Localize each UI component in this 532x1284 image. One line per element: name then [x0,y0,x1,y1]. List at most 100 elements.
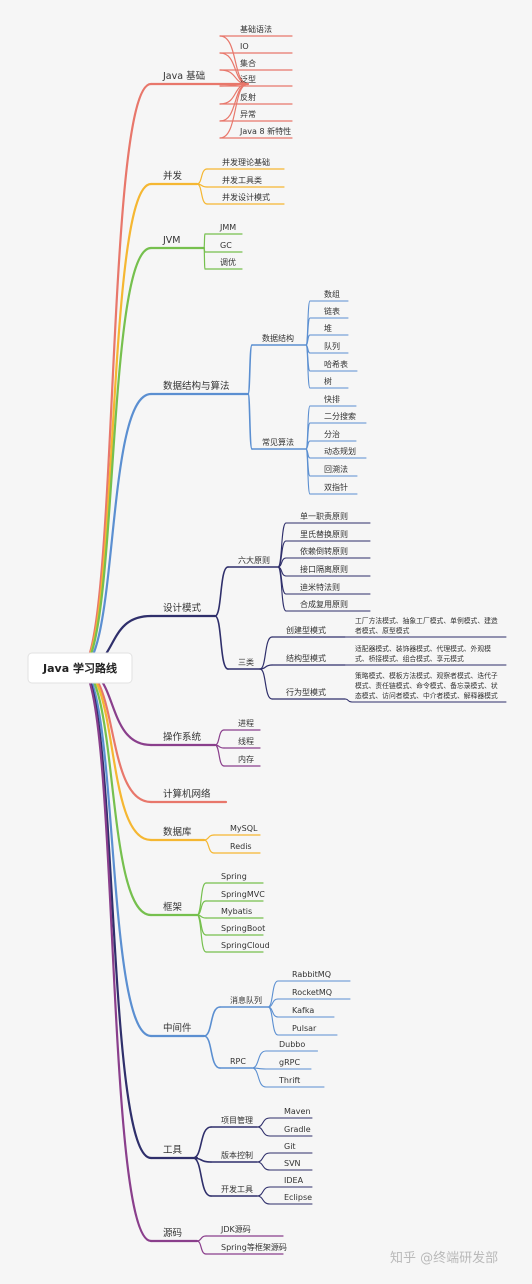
sub-label: 常见算法 [262,437,294,447]
leaf-label: Dubbo [279,1040,305,1049]
leaf-connector [256,1161,271,1171]
leaf-label: 调优 [220,257,236,267]
branch-label-2: JVM [162,235,181,246]
leaf-label: 单一职责原则 [300,511,348,521]
branch-connector [78,246,153,670]
category-label: 结构型模式 [286,653,326,663]
leaf-label: 队列 [324,341,340,351]
leaf-connector [196,914,207,953]
desc-line: 模式、责任链模式、命令模式、备忘录模式、状 [355,681,498,690]
leaf-label: 集合 [240,58,256,68]
leaf-label: GC [220,241,232,250]
leaf-connector [305,448,311,495]
leaf-label: 二分搜索 [324,411,356,421]
branch-label-1: 并发 [163,170,183,182]
desc-line: 适配器模式、装饰器模式、代理模式、外观模 [355,644,491,653]
leaf-connector [203,834,215,841]
leaf-label: SpringMVC [221,890,265,899]
leaf-connector [196,1235,207,1242]
leaf-label: 堆 [324,323,332,333]
category-connector [259,668,273,700]
leaf-label: 并发工具类 [222,175,262,185]
sub-connector [203,1006,221,1037]
leaf-connector [251,1050,267,1069]
leaf-connector [305,344,311,389]
leaf-label: 链表 [324,306,340,316]
leaf-connector [203,247,206,270]
leaf-label: Kafka [292,1006,314,1015]
leaf-label: SVN [284,1159,301,1168]
leaf-label: 数组 [324,289,340,299]
leaf-label: 反射 [240,92,256,102]
branch-label-9: 中间件 [163,1022,192,1034]
leaf-label: 线程 [238,736,254,746]
sub-label: 版本控制 [221,1150,253,1160]
leaf-label: 并发设计模式 [222,192,270,202]
leaf-label: 里氏替换原则 [300,529,348,539]
leaf-label: JMM [219,223,236,232]
leaf-label: 合成复用原则 [300,599,348,609]
leaf-label: Spring等框架源码 [221,1242,287,1252]
branch-label-3: 数据结构与算法 [163,380,230,392]
leaf-label: SpringCloud [221,941,270,950]
leaf-connector [256,1117,271,1128]
leaf-label: Eclipse [284,1193,312,1202]
leaf-connector [256,1152,271,1163]
leaf-connector [251,1067,267,1088]
leaf-label: 哈希表 [324,359,348,369]
leaf-label: gRPC [279,1058,300,1067]
leaf-connector [256,1186,271,1197]
leaf-label: IO [240,42,249,51]
sub-connector [192,1126,212,1159]
leaf-label: Pulsar [292,1024,317,1033]
branch-label-8: 框架 [163,901,183,913]
leaf-connector [214,744,225,767]
leaf-label: Java 8 新特性 [239,126,291,136]
sub-label: 数据结构 [262,333,294,343]
sub-label: 开发工具 [221,1184,253,1194]
leaf-label: 内存 [238,754,254,764]
sub-label: 三类 [238,657,254,667]
desc-connector [344,698,353,703]
sub-connector [214,566,229,617]
leaf-label: 依赖倒转原则 [300,546,348,556]
leaf-connector [196,183,208,205]
desc-line: 工厂方法模式、抽象工厂模式、单例模式、建造 [355,616,498,625]
root-label: Java 学习路线 [42,661,117,675]
leaf-connector [196,168,208,185]
leaf-connector [267,1006,279,1036]
branch-label-11: 源码 [163,1228,182,1239]
leaf-connector [256,1126,271,1137]
leaf-connector [196,1240,207,1255]
leaf-connector [277,522,287,568]
leaf-label: 基础语法 [240,24,272,34]
leaf-label: 分治 [324,429,340,439]
branch-label-10: 工具 [163,1145,183,1156]
leaf-label: 接口隔离原则 [300,564,348,574]
leaf-label: MySQL [230,824,258,833]
sub-label: 消息队列 [230,995,262,1005]
sub-label: 项目管理 [221,1115,253,1125]
leaf-connector [219,83,249,139]
leaf-label: 迪米特法则 [300,582,340,592]
connector-layer [78,35,507,1255]
leaf-connector [196,882,207,916]
sub-connector [192,1157,212,1197]
leaf-label: Redis [230,842,252,851]
desc-line: 态模式、访问者模式、中介者模式、解释器模式 [355,691,498,700]
leaf-label: Git [284,1142,296,1151]
sub-connector [214,615,229,670]
leaf-label: 并发理论基础 [222,157,270,167]
leaf-connector [256,1195,271,1205]
category-label: 创建型模式 [286,625,326,635]
leaf-label: RabbitMQ [292,970,331,979]
sub-connector [247,344,253,395]
leaf-label: 动态规划 [324,446,356,456]
leaf-label: 回溯法 [324,464,348,474]
sub-connector [203,1035,221,1069]
leaf-label: Maven [284,1107,311,1116]
leaf-label: 进程 [238,719,254,728]
leaf-connector [214,729,225,746]
leaf-label: Thrift [278,1076,300,1085]
